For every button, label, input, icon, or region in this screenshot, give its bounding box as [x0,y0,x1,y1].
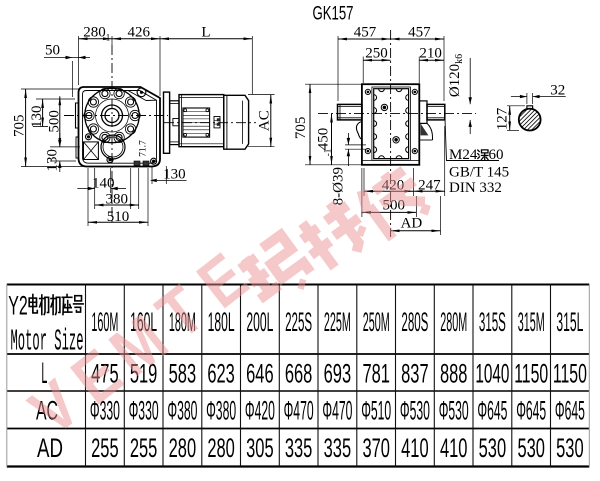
svg-text:GB/T 145: GB/T 145 [449,165,509,181]
svg-text:Ø120k6: Ø120k6 [447,54,465,97]
svg-text:888: 888 [440,359,468,389]
svg-text:180L: 180L [208,307,235,337]
svg-text:646: 646 [246,359,274,389]
svg-text:GK157: GK157 [313,4,354,25]
svg-text:Y2: Y2 [8,291,28,321]
svg-text:Φ530: Φ530 [439,396,469,426]
svg-text:Φ330: Φ330 [90,396,120,426]
svg-text:71.7: 71.7 [139,140,149,157]
svg-text:130: 130 [29,106,45,129]
svg-text:280: 280 [83,25,106,41]
svg-text:583: 583 [169,359,197,389]
svg-text:500: 500 [382,198,405,214]
svg-text:255: 255 [130,433,158,463]
svg-text:Φ530: Φ530 [400,396,430,426]
svg-text:335: 335 [324,433,352,463]
svg-text:-1: -1 [323,149,333,157]
svg-text:280: 280 [207,433,235,463]
svg-text:1040: 1040 [475,359,509,389]
svg-text:510: 510 [107,209,130,225]
svg-text:530: 530 [517,433,545,463]
svg-text:705: 705 [12,114,28,137]
svg-text:32: 32 [550,83,565,99]
svg-text:781: 781 [362,359,390,389]
svg-text:60: 60 [489,147,504,163]
svg-text:Φ470: Φ470 [284,396,314,426]
svg-text:200L: 200L [246,307,273,337]
svg-text:160L: 160L [130,307,157,337]
svg-text:Φ645: Φ645 [516,396,546,426]
svg-text:160M: 160M [91,307,118,337]
svg-text:623: 623 [207,359,235,389]
svg-text:M24: M24 [449,147,478,163]
svg-text:410: 410 [401,433,429,463]
svg-text:705: 705 [293,117,309,139]
svg-text:130: 130 [163,166,186,182]
svg-text:530: 530 [556,433,584,463]
svg-text:280S: 280S [401,307,428,337]
svg-text:420: 420 [382,178,405,194]
svg-text:Motor Size: Motor Size [11,324,84,359]
svg-text:530: 530 [479,433,507,463]
svg-text:255: 255 [91,433,119,463]
svg-text:500: 500 [46,110,62,132]
svg-text:AD: AD [37,433,63,463]
svg-text:Φ645: Φ645 [477,396,507,426]
svg-text:426: 426 [128,25,151,41]
svg-text:AD: AD [401,216,423,232]
svg-text:AC: AC [257,110,273,131]
svg-text:8-Ø39: 8-Ø39 [331,167,347,205]
svg-text:315L: 315L [556,307,583,337]
svg-text:-1: -1 [103,33,111,43]
svg-text:225M: 225M [324,307,351,337]
svg-text:450: 450 [316,128,332,151]
svg-text:180M: 180M [169,307,196,337]
svg-text:Φ470: Φ470 [322,396,352,426]
svg-text:130: 130 [45,149,61,172]
svg-text:Φ510: Φ510 [361,396,391,426]
svg-text:335: 335 [285,433,313,463]
svg-text:250: 250 [365,46,388,62]
svg-text:410: 410 [440,433,468,463]
svg-text:L: L [201,25,210,41]
svg-text:1150: 1150 [553,359,587,389]
svg-text:Φ330: Φ330 [129,396,159,426]
svg-text:693: 693 [324,359,352,389]
svg-text:140: 140 [92,175,115,191]
svg-text:280: 280 [169,433,197,463]
svg-text:225S: 225S [285,307,312,337]
svg-text:280M: 280M [440,307,467,337]
svg-text:Φ420: Φ420 [245,396,275,426]
svg-text:380: 380 [105,192,128,208]
svg-text:AC: AC [36,396,58,426]
svg-text:668: 668 [285,359,313,389]
svg-text:Φ380: Φ380 [206,396,236,426]
svg-text:L: L [41,357,47,390]
svg-text:837: 837 [401,359,429,389]
svg-text:1150: 1150 [514,359,548,389]
svg-text:247: 247 [418,178,441,194]
svg-text:127: 127 [495,107,511,130]
svg-text:210: 210 [419,46,442,62]
svg-text:315M: 315M [518,307,545,337]
svg-text:DIN 332: DIN 332 [449,180,502,196]
svg-text:519: 519 [130,359,158,389]
svg-text:370: 370 [362,433,390,463]
svg-text:475: 475 [91,359,119,389]
svg-text:Φ380: Φ380 [167,396,197,426]
svg-text:Φ645: Φ645 [555,396,585,426]
svg-text:457: 457 [354,25,377,41]
svg-text:457: 457 [408,25,431,41]
svg-text:315S: 315S [479,307,506,337]
svg-text:250M: 250M [363,307,390,337]
svg-text:50: 50 [45,43,60,59]
svg-text:305: 305 [246,433,274,463]
